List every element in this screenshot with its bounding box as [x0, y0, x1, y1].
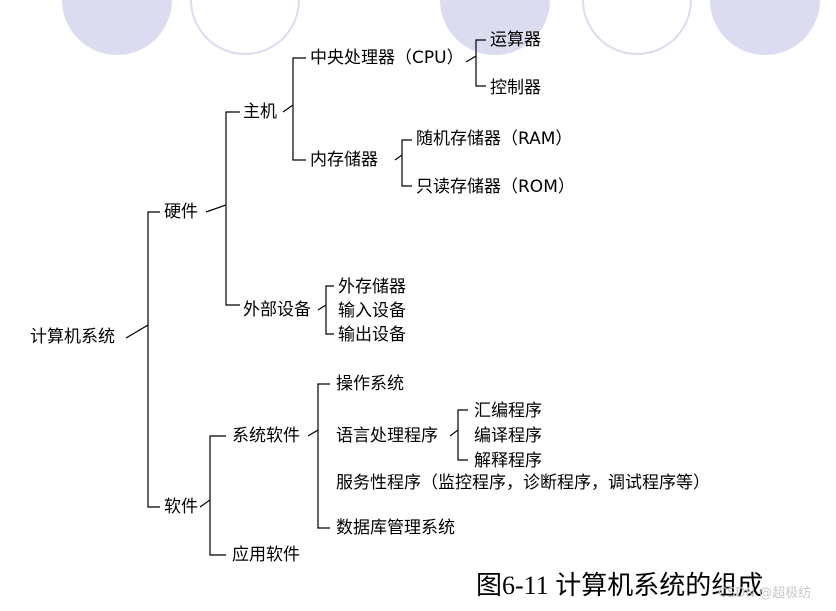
- node-alu: 运算器: [490, 30, 541, 50]
- node-hardware: 硬件: [164, 202, 198, 222]
- node-host: 主机: [243, 102, 277, 122]
- node-cpu: 中央处理器（CPU）: [310, 48, 464, 68]
- node-input-device: 输入设备: [338, 301, 406, 321]
- node-controller: 控制器: [490, 78, 541, 98]
- node-peripherals: 外部设备: [243, 300, 311, 320]
- node-dbms: 数据库管理系统: [336, 518, 455, 538]
- node-system-software: 系统软件: [232, 426, 300, 446]
- node-ram: 随机存储器（RAM）: [416, 129, 573, 149]
- node-service-programs: 服务性程序（监控程序，诊断程序，调试程序等）: [336, 473, 710, 493]
- node-output-device: 输出设备: [338, 325, 406, 345]
- node-software: 软件: [164, 497, 198, 517]
- node-assembler: 汇编程序: [474, 401, 542, 421]
- node-external-storage: 外存储器: [338, 277, 406, 297]
- node-internal-memory: 内存储器: [310, 150, 378, 170]
- figure-caption: 图6-11 计算机系统的组成: [476, 571, 764, 600]
- node-computer-system: 计算机系统: [30, 327, 115, 347]
- node-interpreter: 解释程序: [474, 451, 542, 471]
- node-rom: 只读存储器（ROM）: [416, 177, 575, 197]
- node-language-processor: 语言处理程序: [336, 426, 438, 446]
- node-operating-system: 操作系统: [336, 374, 404, 394]
- node-compiler: 编译程序: [474, 426, 542, 446]
- node-application-software: 应用软件: [232, 545, 300, 565]
- watermark: CSDN @超极纺: [718, 586, 812, 601]
